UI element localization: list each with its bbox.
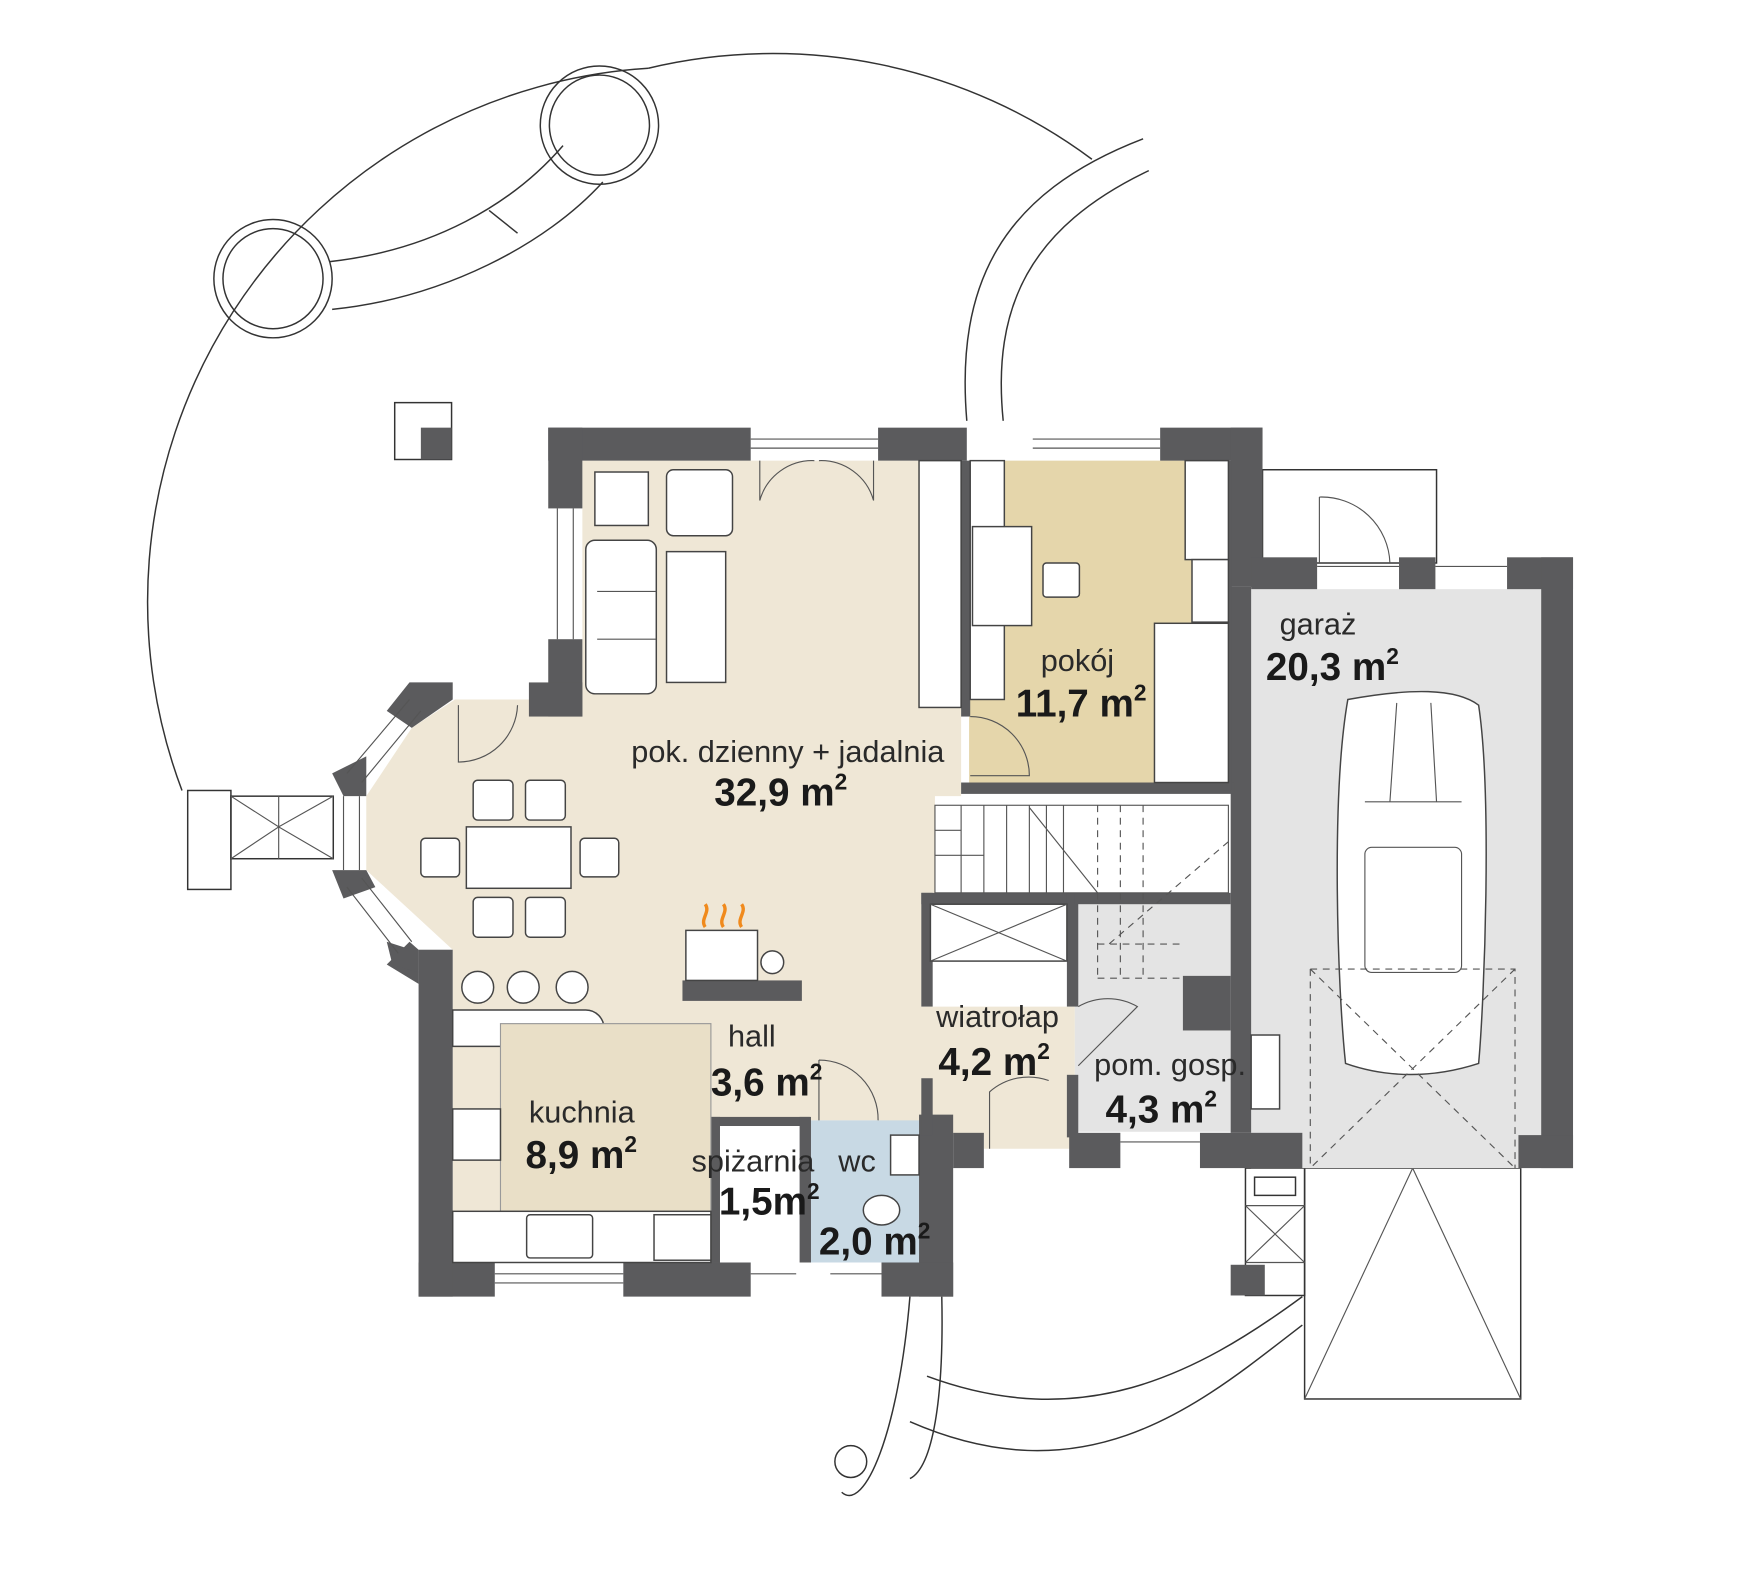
room-name: wiatrołap: [935, 999, 1059, 1034]
utility-floor: [1074, 904, 1231, 1132]
room-kuchnia: kuchnia 8,9 m2: [525, 1095, 637, 1177]
room-area: 4,2 m: [938, 1041, 1037, 1084]
garden-paths: [146, 52, 1522, 1497]
stairs: [934, 804, 1229, 979]
room-area: 2,0 m: [819, 1221, 918, 1264]
room-name: pok. dzienny + jadalnia: [631, 734, 945, 769]
svg-text:2,0 m2: 2,0 m2: [819, 1218, 931, 1264]
room-spizarnia: spiżarnia 1,5m2: [692, 1144, 820, 1224]
room-area: 3,6 m: [711, 1061, 810, 1104]
fireplace-flame-icon: [701, 903, 745, 928]
room-area: 1,5m: [719, 1181, 807, 1224]
svg-text:1,5m2: 1,5m2: [719, 1178, 820, 1224]
svg-text:3,6 m2: 3,6 m2: [711, 1058, 823, 1104]
kitchen-counter: [499, 1023, 712, 1212]
room-name: garaż: [1280, 607, 1357, 642]
room-name: pom. gosp.: [1094, 1047, 1246, 1082]
room-garaz: garaż 20,3 m2: [1266, 607, 1399, 689]
svg-text:4,2 m2: 4,2 m2: [938, 1038, 1050, 1084]
doors: [457, 460, 1139, 1149]
room-living-dining: pok. dzienny + jadalnia 32,9 m2: [631, 734, 945, 814]
room-pom-gosp: pom. gosp. 4,3 m2: [1094, 1047, 1246, 1132]
room-pokoj: pokój 11,7 m2: [1016, 643, 1147, 725]
walls: [332, 427, 1574, 1297]
room-name: pokój: [1041, 643, 1114, 678]
svg-text:32,9 m2: 32,9 m2: [714, 768, 847, 814]
svg-text:4,3 m2: 4,3 m2: [1106, 1086, 1218, 1132]
room-labels: pok. dzienny + jadalnia 32,9 m2 pokój 11…: [525, 607, 1398, 1264]
car-icon: [1309, 690, 1516, 1169]
room-wc: wc 2,0 m2: [819, 1144, 931, 1264]
room-name: wc: [837, 1144, 876, 1179]
room-wiatrolap: wiatrołap 4,2 m2: [935, 999, 1059, 1084]
furniture: [420, 459, 1281, 1264]
room-area: 20,3 m: [1266, 646, 1386, 689]
windows: [342, 438, 1508, 1284]
room-hall: hall 3,6 m2: [711, 1018, 823, 1104]
room-area: 8,9 m: [525, 1134, 624, 1177]
svg-text:8,9 m2: 8,9 m2: [525, 1131, 637, 1177]
svg-text:20,3 m2: 20,3 m2: [1266, 643, 1399, 689]
svg-text:11,7 m2: 11,7 m2: [1016, 680, 1147, 726]
room-name: spiżarnia: [692, 1144, 816, 1179]
room-name: kuchnia: [529, 1095, 636, 1130]
room-area: 11,7 m: [1016, 683, 1134, 726]
room-name: hall: [728, 1018, 776, 1053]
room-area: 4,3 m: [1106, 1089, 1205, 1132]
room-area: 32,9 m: [714, 771, 834, 814]
